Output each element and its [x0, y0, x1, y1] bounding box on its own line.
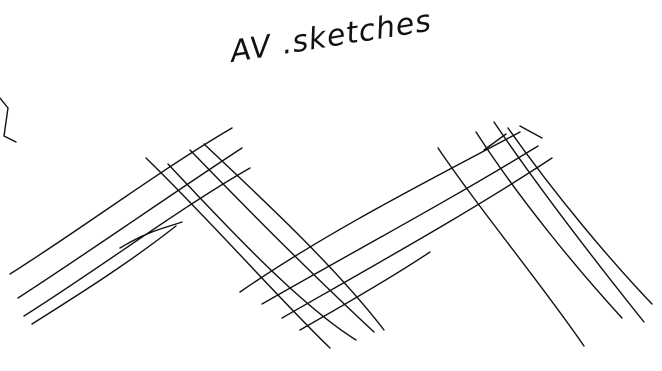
stroke-right-fall-2	[475, 131, 623, 319]
stroke-left-fall-2	[167, 163, 357, 341]
stroke-left-rise-2	[17, 147, 243, 299]
stroke-mid-rise-2	[261, 145, 539, 305]
stroke-left-fall-3	[189, 149, 375, 333]
edge-letter-stroke	[0, 97, 17, 143]
stroke-mid-rise-4	[299, 251, 431, 331]
stroke-right-fall-3	[493, 121, 645, 323]
stroke-peak-accent-1	[483, 133, 507, 151]
stroke-right-fall-1	[437, 147, 585, 347]
stroke-mid-rise-1	[239, 131, 521, 293]
stroke-left-rise-5	[119, 221, 183, 249]
stroke-left-rise-4	[31, 225, 177, 325]
stroke-peak-accent-2	[519, 125, 543, 139]
stroke-right-fall-4	[507, 127, 653, 305]
stroke-mid-rise-3	[281, 157, 553, 319]
stroke-left-fall-4	[203, 143, 385, 331]
ink-strokes	[0, 97, 653, 349]
sketch-caption: AV .sketches	[226, 4, 434, 71]
stroke-left-fall-1	[145, 157, 331, 349]
